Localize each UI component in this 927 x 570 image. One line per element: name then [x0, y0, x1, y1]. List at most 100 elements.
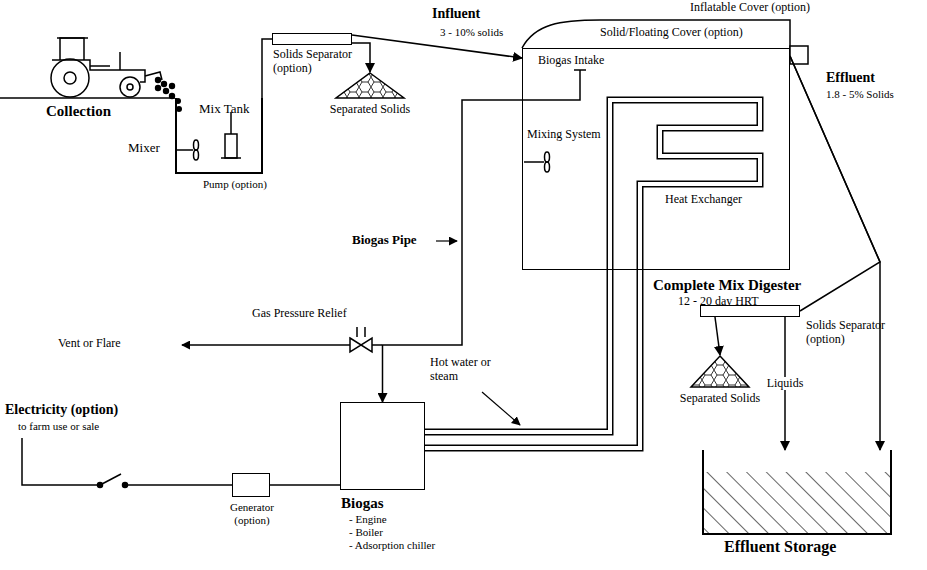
node-text: Biogas — [341, 495, 384, 512]
flow-connector — [383, 100, 523, 402]
pile-outline — [335, 72, 405, 99]
manure-balls — [155, 85, 161, 91]
leader-arrow — [436, 241, 520, 425]
tractor-illustration — [51, 38, 162, 97]
node-text: Generator (option) — [224, 501, 280, 526]
manure-balls — [155, 77, 182, 112]
manure-balls — [169, 83, 175, 89]
digester-mixer — [524, 161, 544, 163]
part-label: Solid/Floating Cover (option) — [600, 26, 743, 40]
pressure-relief-valve — [350, 338, 372, 352]
part-label: Inflatable Cover (option) — [690, 1, 810, 15]
electric-wire — [123, 483, 128, 488]
tank-mixer — [194, 140, 199, 150]
flow-connector — [352, 35, 522, 58]
flow-connector — [262, 39, 272, 98]
flow-note: 1.8 - 5% Solids — [826, 88, 894, 101]
node-text: Separated Solids — [315, 103, 425, 117]
digester-mixer — [545, 152, 550, 162]
part-label: Gas Pressure Relief — [252, 307, 347, 321]
electric-wire — [102, 474, 121, 484]
manure-balls — [155, 77, 161, 83]
edge-label: Liquids — [765, 377, 806, 391]
leader-arrow — [482, 392, 520, 425]
tractor-illustration — [60, 38, 84, 60]
part-label: Pump (option) — [203, 178, 267, 191]
station-label: Collection — [46, 103, 111, 120]
cover-outline — [522, 20, 790, 48]
flow-note: 3 - 10% solids — [440, 26, 503, 39]
node-text: Separated Solids — [665, 392, 775, 406]
flow-label: Effluent — [826, 70, 875, 86]
flow-connector — [715, 317, 720, 355]
stored-effluent-hatch — [704, 450, 890, 533]
flow-label: Influent — [432, 6, 480, 22]
pump-symbol — [221, 157, 241, 159]
flow-connector — [790, 56, 880, 450]
output-note: to farm use or sale — [18, 420, 99, 433]
hot-water-pipe — [425, 270, 610, 432]
electric-wire — [98, 483, 103, 488]
node-text: Solids Separator (option) — [806, 319, 901, 347]
flow-connector — [383, 100, 523, 402]
part-label: Biogas Intake — [538, 54, 604, 68]
solids-separator: Solids Separator (option) — [700, 305, 800, 317]
node-text: - Adsorption chiller — [349, 539, 435, 552]
pile-outline — [690, 355, 750, 388]
pile-outline — [691, 356, 749, 387]
flow-connector — [262, 39, 272, 98]
electric-wire — [127, 484, 232, 486]
node-text: Complete Mix Digester — [653, 277, 801, 294]
separated-solids-pile: Separated Solids — [690, 355, 750, 388]
node-text: Mix Tank — [199, 102, 250, 117]
tractor-illustration — [127, 84, 133, 90]
tank-mixer — [177, 140, 199, 160]
pressure-relief-valve — [350, 327, 382, 352]
biogas-intake-pipe — [522, 70, 586, 100]
tractor-illustration — [52, 60, 145, 82]
tractor-illustration — [51, 59, 89, 97]
mix-tank: Mix Tank — [175, 98, 263, 174]
part-label: Mixer — [128, 141, 160, 156]
flow-connector — [352, 35, 522, 58]
output-label: Electricity (option) — [5, 402, 118, 418]
pump-symbol — [221, 112, 241, 158]
flow-connector — [715, 317, 720, 355]
stored-effluent-hatch — [704, 472, 890, 533]
node-text: - Engine — [349, 513, 387, 526]
digester-mixer — [545, 162, 550, 172]
tractor-illustration — [120, 77, 140, 97]
effluent-storage-tank: Effluent Storage — [702, 450, 892, 535]
hot-water-pipe — [425, 270, 610, 432]
manure-balls — [163, 88, 169, 94]
hot-water-pipe — [425, 270, 610, 432]
vent-arrow — [182, 344, 350, 346]
pump-symbol — [225, 134, 237, 158]
part-label: Biogas Pipe — [352, 233, 417, 248]
generator-box: Generator (option) — [232, 473, 270, 497]
tractor-illustration — [57, 37, 88, 39]
biogas-intake-pipe — [522, 70, 580, 100]
tractor-illustration — [64, 72, 76, 84]
digester-mixer — [524, 152, 550, 172]
part-label: Vent or Flare — [58, 337, 121, 351]
tank-mixer — [177, 149, 193, 151]
pile-outline — [336, 73, 404, 98]
tractor-illustration — [90, 65, 110, 67]
cover-outline — [522, 20, 790, 48]
ground-line — [0, 97, 175, 99]
manure-balls — [161, 81, 167, 87]
tank-mixer — [194, 150, 199, 160]
vent-arrow — [182, 344, 350, 346]
electric-wire — [22, 438, 232, 488]
flow-connector — [270, 485, 340, 486]
complete-mix-digester: Complete Mix Digester12 - 20 day HRT — [522, 48, 790, 270]
node-text: Effluent Storage — [724, 538, 836, 556]
tractor-illustration — [119, 52, 121, 70]
part-label: Heat Exchanger — [665, 193, 742, 207]
flow-connector — [352, 43, 370, 72]
leader-arrow — [436, 240, 457, 241]
flow-connector — [352, 43, 370, 72]
part-label: Hot water or steam — [430, 356, 502, 384]
